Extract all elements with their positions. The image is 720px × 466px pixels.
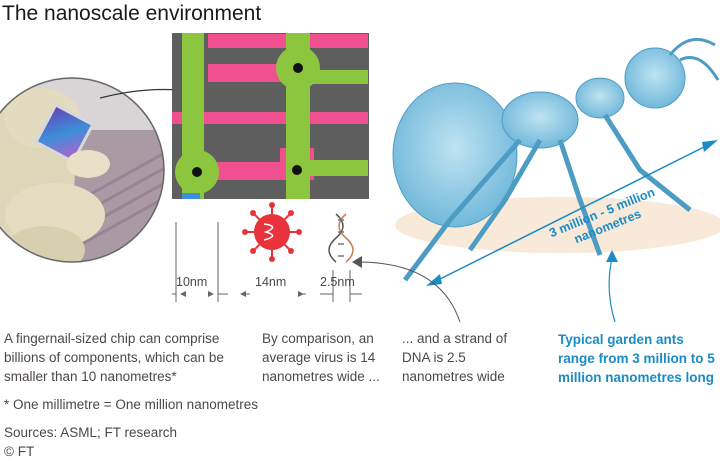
- dna-icon: [328, 213, 354, 263]
- ant-length-arrow: [431, 142, 713, 284]
- ant-caption: Typical garden ants range from 3 million…: [558, 332, 715, 385]
- virus-measure-label: 14nm: [255, 275, 287, 289]
- chip-photo: [0, 78, 164, 262]
- chip-icon: [33, 102, 95, 164]
- copyright: © FT: [4, 444, 35, 459]
- virus-icon: [242, 202, 302, 262]
- chip-measure-label: 10nm: [176, 275, 208, 289]
- chip-caption: A fingernail-sized chip can comprise bil…: [4, 331, 224, 384]
- virus-caption: By comparison, an average virus is 14 na…: [262, 331, 380, 384]
- dna-caption: ... and a strand of DNA is 2.5 nanometre…: [402, 331, 508, 384]
- page-title: The nanoscale environment: [2, 2, 262, 25]
- ant-illustration: [392, 37, 720, 282]
- transistor-diagram: [172, 33, 369, 199]
- footnote: * One millimetre = One million nanometre…: [4, 397, 258, 412]
- sources: Sources: ASML; FT research: [4, 425, 178, 440]
- dna-measure-label: 2.5nm: [320, 275, 355, 289]
- measure-lines: [172, 222, 362, 302]
